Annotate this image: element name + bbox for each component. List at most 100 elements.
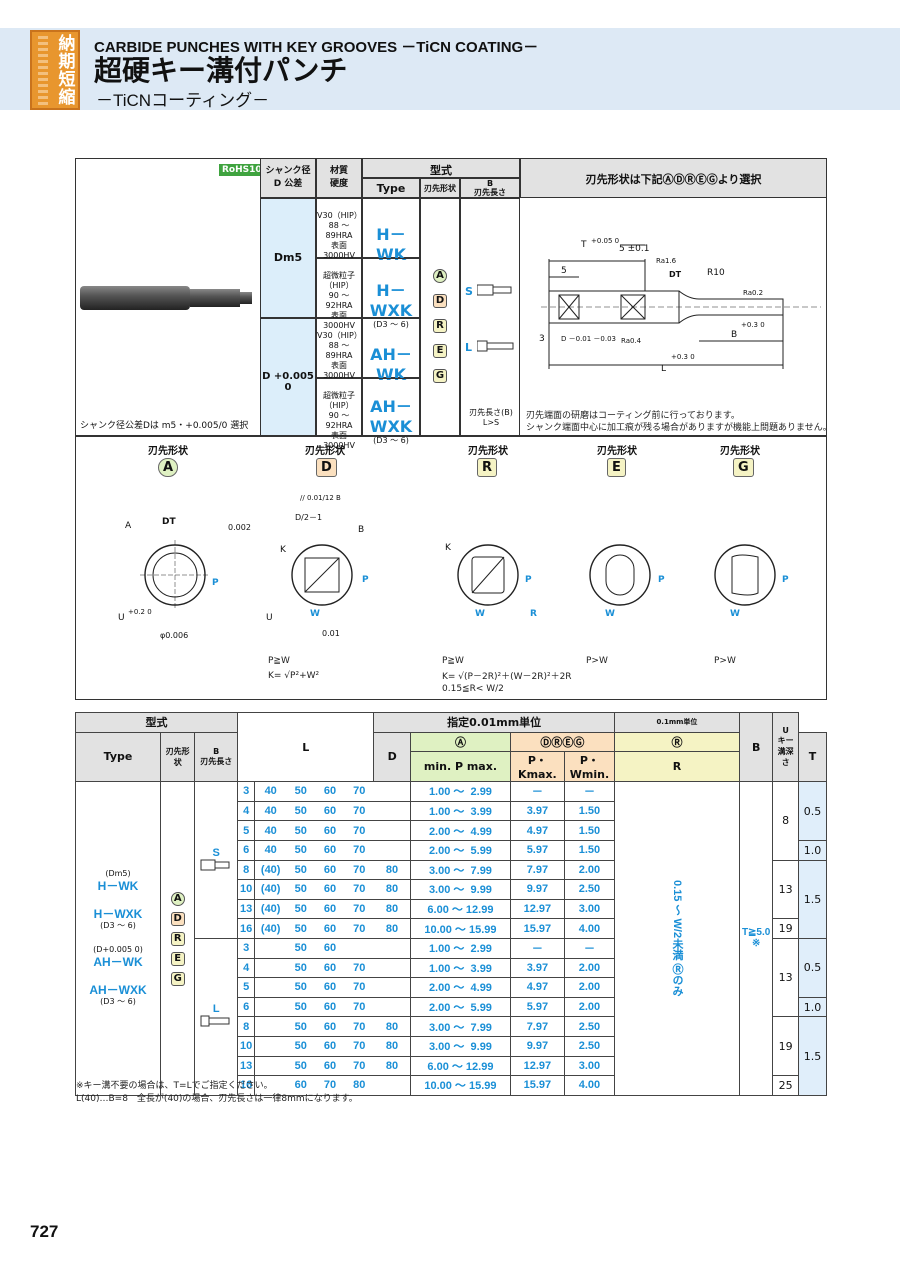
shape-r-badge: R [433,319,447,333]
u-value: 0.5 [797,937,828,998]
l-value: 60 [315,839,345,861]
pw-min: － [563,781,615,802]
b-value: 8 [772,781,799,861]
l-value: 80 [373,918,411,939]
shank-m5: Dm5 [260,198,316,318]
l-value [254,1055,287,1077]
th-u-label: U [782,726,789,736]
l-value: 60 [315,918,345,939]
pk-max: 15.97 [509,918,565,939]
pw-min: 3.00 [563,1055,615,1077]
u-value: 1.5 [797,859,828,939]
shape-a-label: A [158,458,179,477]
dim-r-r: R [530,609,537,619]
surf: 表面3000HV [323,431,355,450]
l-value: 80 [373,1055,411,1077]
l-value [254,977,287,998]
dim-tol02-a: +0.2 0 [128,608,152,616]
th-blen-label: 刃先長さ [200,756,233,766]
l-value [373,996,411,1018]
d-cell: 6 [237,996,256,1018]
dim-u-a: U [118,613,125,623]
u-value: 0.5 [797,781,828,841]
dim-ra04: Ra0.4 [621,337,642,345]
th-pw: P・Wmin. [563,751,615,783]
tip-badge: R [170,931,185,946]
pk-max: 7.97 [509,1016,565,1037]
l-value: 50 [286,839,316,861]
dim-t-tol: +0.05 0 [591,237,619,245]
col-mat-label: 材質 [329,166,348,176]
pk-max: 12.97 [509,898,565,920]
l-value: 80 [373,898,411,920]
l-value: 60 [315,977,345,998]
l-value [254,957,287,979]
b-value: 13 [772,937,799,1018]
p-range: 3.00 ～ 7.99 [410,859,511,881]
l-label: L [465,341,473,354]
note-2: シャンク端面中心に加工痕が残る場合がありますが機能上問題ありません。 [526,423,832,433]
pw-min: 2.00 [563,977,615,998]
col-model: 型式 [362,158,520,178]
dim-par: // 0.01/12 B [300,494,341,502]
tip-badge: G [170,971,185,986]
th-spec: 指定0.01mm単位 [373,712,615,733]
type-ahwk: AH－WK [93,955,143,970]
d-tol: D +0.005 0 [262,371,314,393]
pk-max: 7.97 [509,859,565,881]
delivery-tag: 納 期 短 縮 [30,30,80,110]
l-value: 50 [286,781,316,802]
dim-t: T [580,240,587,250]
l-value: 70 [315,1075,345,1096]
d-cell: 13 [237,1055,256,1077]
s-punch-icon [477,284,512,296]
pk-max: 4.97 [509,820,565,841]
col-blen-label: 刃先長さ [474,188,506,197]
th-type: Type [75,731,161,783]
type-sub: (D3 ～ 6) [373,320,409,329]
shape-g-label: G [733,458,754,477]
tip-badge: E [170,951,185,966]
dim-ra02: Ra0.2 [743,289,763,297]
th-model: 型式 [74,712,239,733]
p-range: 3.00 ～ 7.99 [410,1016,511,1037]
dim-w-d: W [310,609,320,619]
pw-min: 1.50 [563,839,615,861]
th-d: D [373,731,412,783]
punch-photo [80,286,252,310]
type-row-3: AH－WK [362,318,420,384]
l-value: 60 [315,996,345,1018]
note-r-3: 0.15≦R< W/2 [442,684,504,694]
blen-note1: 刃先長さ(B) [469,408,513,417]
p-range: 1.00 ～ 2.99 [410,781,511,802]
dim-five: 5 [561,266,567,276]
pk-max: 12.97 [509,1055,565,1077]
l-value [373,957,411,979]
d-cell: 4 [237,800,256,822]
blen-note: 刃先長さ(B)L>S [463,407,519,427]
l-value: 50 [286,859,316,881]
p-range: 10.00 ～ 15.99 [410,918,511,939]
shank-note: シャンク径公差Dは m5・+0.005/0 選択 [80,421,249,431]
dim-p-e: P [658,575,665,585]
col-shank-label: シャンク径 [265,166,311,176]
pk-max: 9.97 [509,1035,565,1057]
shank-tol: D +0.005 0 [260,318,316,436]
pw-min: 2.50 [563,879,615,900]
dim-k-d: K [280,545,287,555]
th-r-circ: Ⓡ [613,731,740,753]
l-value: 70 [344,820,374,841]
mat: V30（HIP） [317,331,362,340]
dim-phi006: φ0.006 [160,631,188,640]
l-cell: L [194,937,239,1096]
l-value [254,937,287,959]
dim-ra16: Ra1.6 [656,257,677,265]
type: AH－WXK [369,397,413,436]
l-value: 40 [254,781,287,802]
b-value: 19 [772,918,799,939]
l-value: 50 [286,879,316,900]
